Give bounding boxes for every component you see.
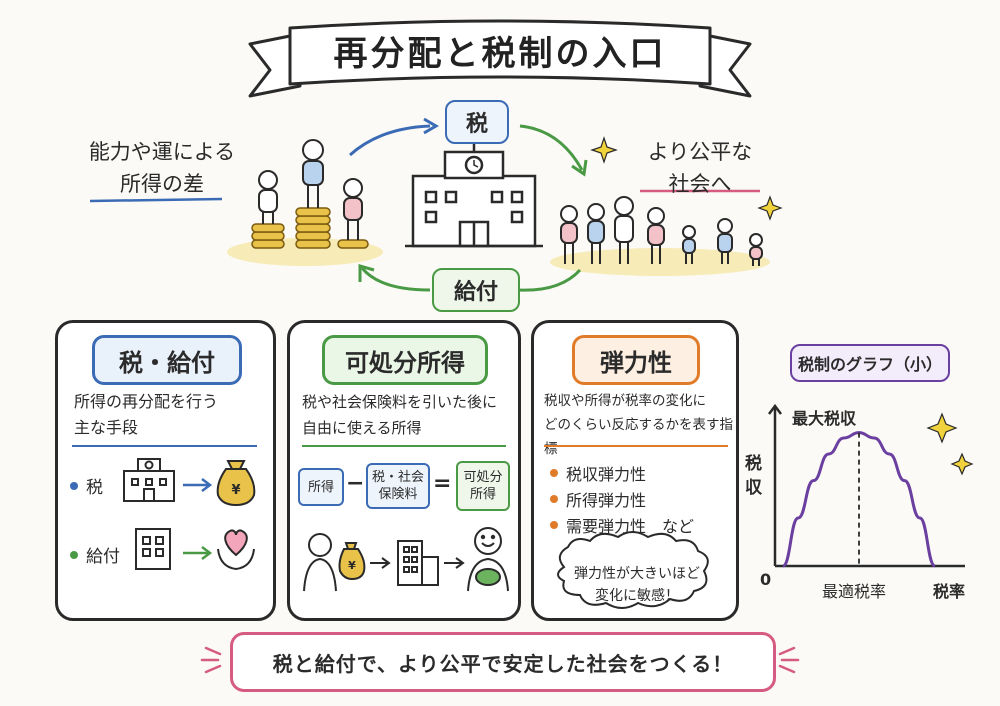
fairer-society-text: より公平な 社会へ	[647, 140, 753, 196]
origin-label: 0	[760, 570, 772, 589]
cloud-bubble	[557, 531, 709, 609]
office-building-icon	[135, 528, 171, 570]
money-bag-icon	[216, 460, 256, 507]
panel-disposable-income: 可処分所得 税や社会保険料を引いた後に 自由に使える所得 所得 − 税・社会保険…	[287, 320, 521, 621]
unequal-people-icon	[258, 139, 363, 240]
coin-stacks-icon	[251, 207, 369, 249]
row-tax-label: 税	[70, 473, 103, 498]
equation-result: 可処分所得	[456, 461, 510, 511]
sparkle-icon	[926, 412, 974, 476]
x-axis-label: 税率	[933, 582, 966, 601]
panel-title: 弾力性	[572, 335, 700, 385]
panel-tax-benefit: 税・給付 所得の再分配を行う 主な手段 税 給付 ¥	[55, 320, 276, 621]
happy-person-wallet-icon	[467, 527, 509, 592]
bullet-item: 税収弾力性	[550, 461, 646, 485]
panel-description: 所得の再分配を行う 主な手段	[74, 392, 219, 437]
income-difference-text: 能力や運による 所得の差	[88, 140, 236, 196]
equation-minus: −	[346, 471, 365, 496]
page-title: 再分配と税制の入口	[333, 33, 667, 74]
office-building-icon	[397, 540, 439, 586]
equation-equals: =	[433, 471, 452, 496]
panel-elasticity: 弾力性 税収や所得が税率の変化に どのくらい反応するかを表す指標 税収弾力性 所…	[531, 320, 739, 621]
y-axis-label: 税収	[745, 454, 762, 498]
sparkle-icon	[590, 136, 783, 221]
optimal-rate-label: 最適税率	[822, 582, 887, 601]
y-axis-arrow	[768, 403, 782, 415]
panel-title: 税・給付	[92, 335, 242, 385]
person-with-money-icon	[303, 533, 366, 592]
elasticity-note: 弾力性が大きいほど 変化に敏感！	[574, 566, 700, 604]
equation-deduction: 税・社会保険料	[366, 463, 430, 509]
benefit-label: 給付	[432, 268, 520, 312]
row-benefit-label: 給付	[70, 542, 120, 567]
peak-label: 最大税収	[792, 409, 857, 428]
bullet-item: 所得弾力性	[550, 487, 646, 511]
divider	[72, 445, 257, 447]
divider	[544, 445, 728, 447]
office-building-icon	[123, 458, 175, 502]
footer-message: 税と給付で、より公平で安定した社会をつくる！	[230, 632, 776, 692]
yen-symbol: ¥	[231, 483, 240, 498]
yen-symbol: ¥	[348, 559, 356, 572]
chart-title: 税制のグラフ（小）	[790, 344, 950, 382]
panel-description: 税や社会保険料を引いた後に 自由に使える所得	[302, 393, 498, 437]
panel-title: 可処分所得	[322, 335, 488, 385]
government-building-icon	[405, 140, 543, 248]
redistribution-illustration	[89, 117, 783, 292]
heart-hands-icon	[224, 529, 248, 557]
bullet-item: 需要弾力性 など	[550, 513, 694, 537]
equal-people-icon	[560, 196, 763, 266]
equation-income: 所得	[298, 468, 344, 506]
divider	[302, 445, 506, 447]
tax-label: 税	[445, 100, 509, 144]
